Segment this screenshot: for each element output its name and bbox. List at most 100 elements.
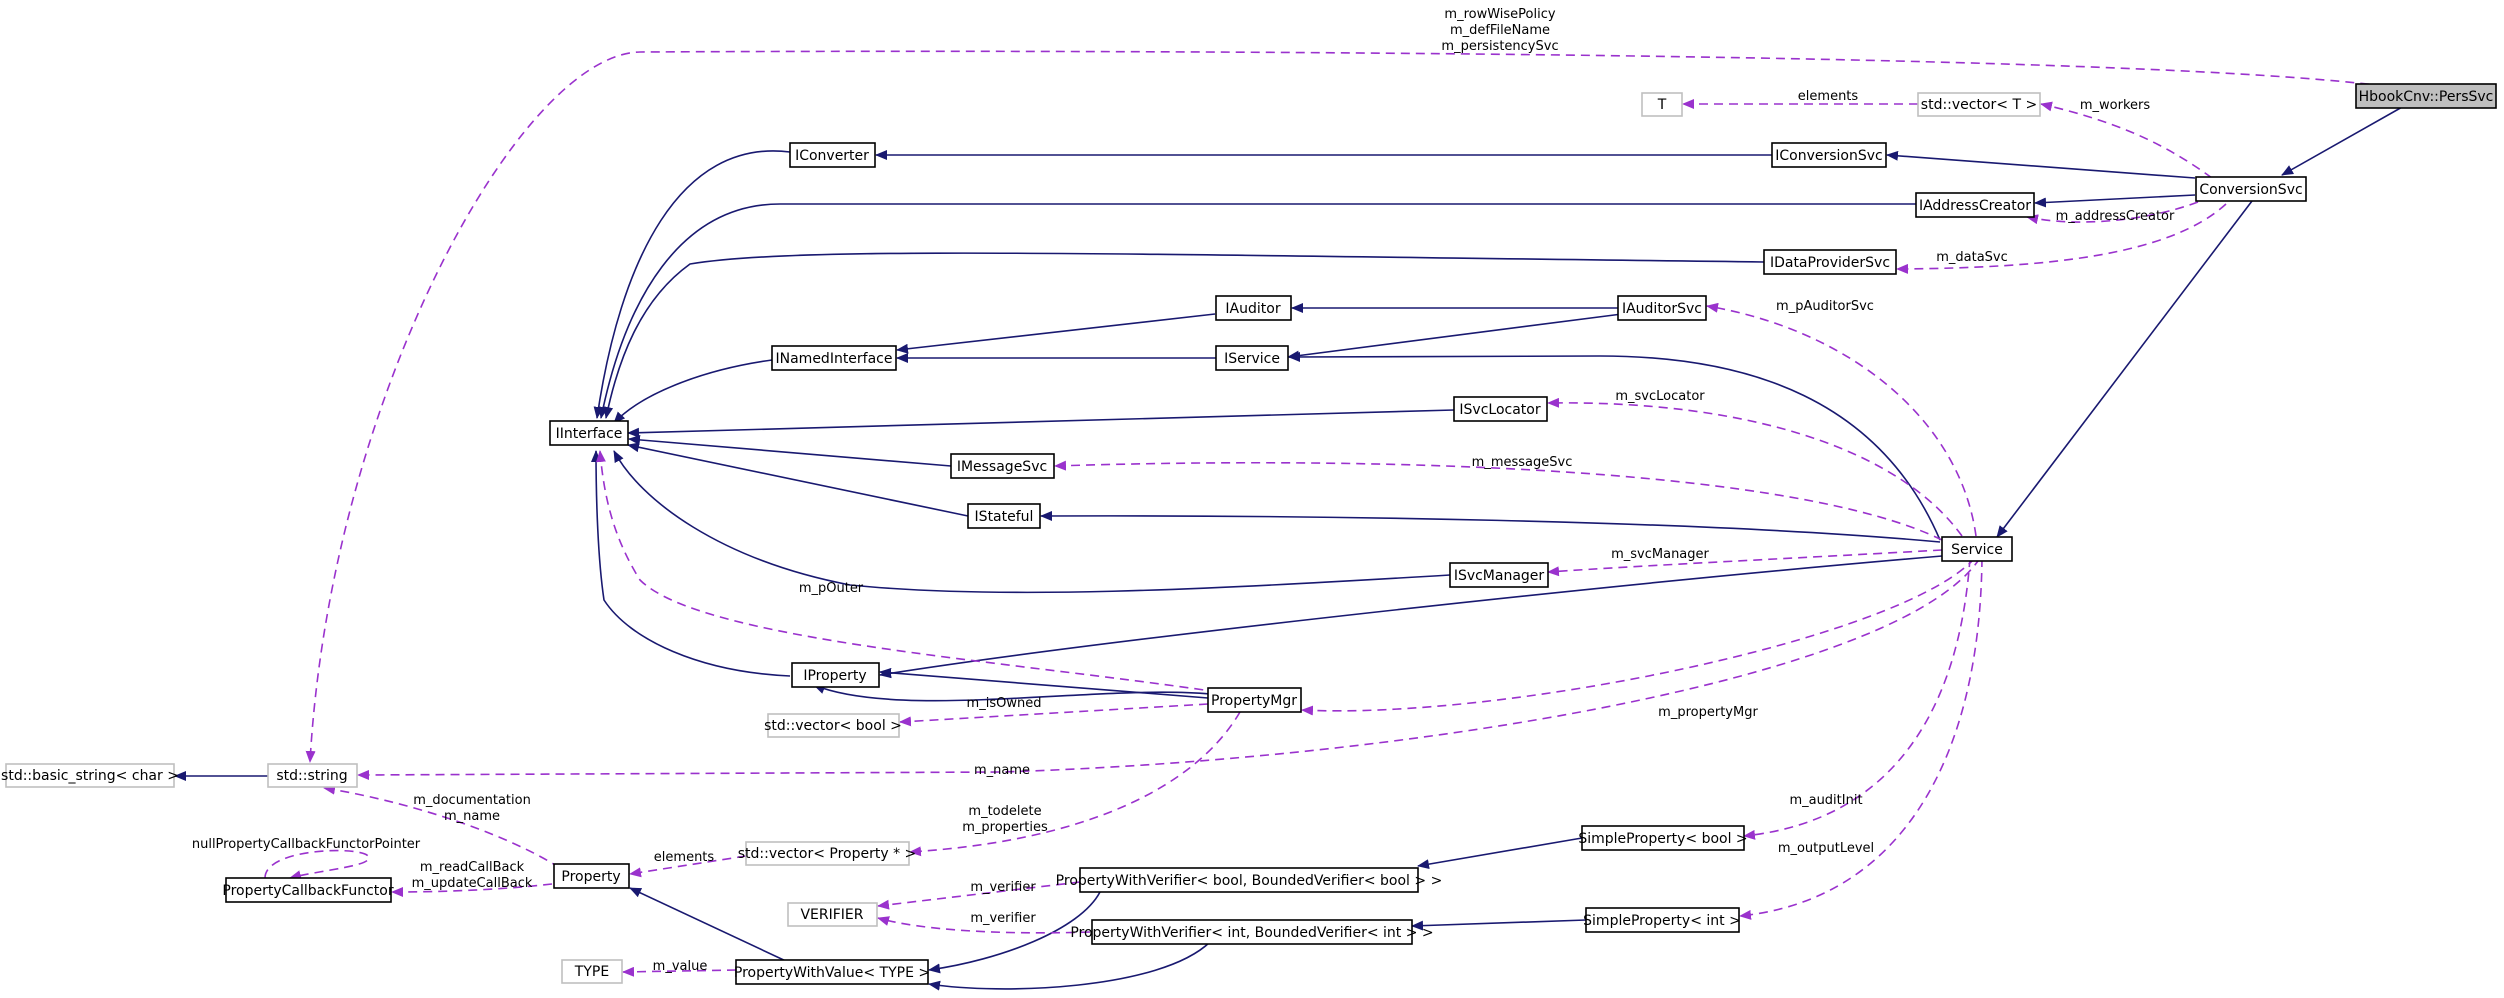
node-type[interactable]: TYPE — [561, 959, 623, 984]
node-iconversionsvc[interactable]: IConversionSvc — [1771, 142, 1887, 168]
node-iconverter[interactable]: IConverter — [789, 142, 876, 168]
svg-text:HbookCnv::PersSvc: HbookCnv::PersSvc — [2359, 89, 2494, 105]
svg-text:IAuditor: IAuditor — [1225, 301, 1280, 317]
svg-text:Property: Property — [561, 869, 620, 885]
svg-text:INamedInterface: INamedInterface — [776, 351, 893, 367]
label-p-auditor-svc: m_pAuditorSvc — [1776, 299, 1874, 314]
node-iservice[interactable]: IService — [1215, 345, 1289, 371]
edge-property-to-stdstring — [323, 784, 561, 869]
label-audit-init: m_auditInit — [1789, 793, 1862, 808]
edge-pwvint-to-verifier — [877, 916, 1091, 934]
node-std-vector-bool[interactable]: std::vector< bool > — [764, 713, 902, 738]
label-documentation: m_documentation — [413, 793, 531, 808]
edge-propertymgr-to-iinterface — [813, 684, 1211, 702]
svg-text:Service: Service — [1951, 542, 2003, 558]
node-t[interactable]: T — [1641, 92, 1683, 117]
edge-service-to-iservice — [1288, 351, 1941, 541]
node-propertywithverifier-bool[interactable]: PropertyWithVerifier< bool, BoundedVerif… — [1056, 867, 1443, 893]
label-address-creator: m_addressCreator — [2056, 209, 2175, 224]
node-iproperty[interactable]: IProperty — [791, 662, 880, 688]
label-verifier-bool: m_verifier — [970, 880, 1036, 895]
edge-pwvbool-to-propertywithvalue — [928, 891, 1101, 974]
node-property[interactable]: Property — [553, 863, 630, 889]
node-istateful[interactable]: IStateful — [967, 503, 1041, 529]
svg-text:std::string: std::string — [276, 768, 347, 784]
svg-text:ISvcManager: ISvcManager — [1454, 568, 1545, 584]
node-iinterface[interactable]: IInterface — [549, 420, 629, 446]
svg-text:PropertyWithVerifier< int, Bou: PropertyWithVerifier< int, BoundedVerifi… — [1070, 925, 1433, 941]
node-propertymgr[interactable]: PropertyMgr — [1207, 687, 1302, 713]
node-simpleproperty-int[interactable]: SimpleProperty< int > — [1583, 907, 1741, 933]
edge-service-to-imessagesvc — [1054, 460, 1943, 541]
node-isvcmanager[interactable]: ISvcManager — [1449, 562, 1549, 588]
label-name-string: m_name — [974, 763, 1030, 778]
edge-service-to-simplepropertyint — [1739, 557, 1983, 920]
edge-conversionsvc-to-vector — [2040, 101, 2213, 179]
node-propertycallbackfunctor[interactable]: PropertyCallbackFunctor — [222, 877, 394, 903]
node-propertywithverifier-int[interactable]: PropertyWithVerifier< int, BoundedVerifi… — [1070, 919, 1434, 945]
svg-text:TYPE: TYPE — [574, 964, 609, 980]
node-idataprovidersvc[interactable]: IDataProviderSvc — [1763, 249, 1897, 275]
svg-text:IStateful: IStateful — [975, 509, 1034, 525]
label-row-wise-policy: m_rowWisePolicy — [1444, 7, 1555, 22]
edge-conversionsvc-to-iconversionsvc — [1886, 150, 2196, 179]
label-workers: m_workers — [2080, 98, 2151, 113]
svg-text:IDataProviderSvc: IDataProviderSvc — [1770, 255, 1890, 271]
edge-service-to-simplepropertybool — [1743, 557, 1971, 840]
edge-service-to-istateful — [1040, 510, 1941, 543]
node-propertywithvalue[interactable]: PropertyWithValue< TYPE > — [734, 959, 930, 985]
edge-propertycallbackfunctor-self — [264, 849, 370, 881]
node-isvclocator[interactable]: ISvcLocator — [1453, 396, 1548, 422]
svg-text:std::basic_string< char >: std::basic_string< char > — [1, 768, 179, 784]
inheritance-edges — [174, 105, 2405, 991]
edge-hbook-to-stdstring — [305, 50, 2385, 763]
node-std-string[interactable]: std::string — [267, 763, 358, 788]
edge-propertymgr-to-iproperty — [879, 667, 1209, 699]
label-verifier-int: m_verifier — [970, 911, 1036, 926]
label-svc-manager: m_svcManager — [1611, 547, 1709, 562]
node-service[interactable]: Service — [1941, 536, 2013, 562]
label-property-mgr: m_propertyMgr — [1658, 705, 1758, 720]
edge-istateful-to-iinterface — [627, 442, 969, 517]
edge-iproperty-to-iinterface — [591, 450, 791, 677]
svg-text:PropertyMgr: PropertyMgr — [1211, 693, 1297, 709]
edge-simplepropertyint-to-pwvint — [1411, 919, 1587, 931]
label-persistency-svc: m_persistencySvc — [1441, 39, 1558, 54]
label-properties: m_properties — [962, 820, 1048, 835]
label-svc-locator: m_svcLocator — [1615, 389, 1705, 404]
node-std-basic-string[interactable]: std::basic_string< char > — [1, 763, 179, 788]
edge-labels: m_rowWisePolicy m_defFileName m_persiste… — [192, 7, 2175, 974]
node-simpleproperty-bool[interactable]: SimpleProperty< bool > — [1578, 825, 1748, 851]
label-output-level: m_outputLevel — [1778, 841, 1874, 856]
edge-conversionsvc-to-service — [1996, 200, 2253, 538]
node-std-vector-t[interactable]: std::vector< T > — [1917, 92, 2041, 117]
node-imessagesvc[interactable]: IMessageSvc — [950, 453, 1055, 479]
label-p-outer: m_pOuter — [799, 581, 864, 596]
edge-service-to-iproperty — [879, 555, 1943, 679]
node-iaddresscreator[interactable]: IAddressCreator — [1915, 192, 2035, 218]
label-elements-property: elements — [654, 850, 715, 865]
label-value: m_value — [653, 959, 708, 974]
node-conversionsvc[interactable]: ConversionSvc — [2195, 176, 2307, 202]
label-read-callback: m_readCallBack — [420, 860, 525, 875]
node-hbookcnv-perssvc[interactable]: HbookCnv::PersSvc — [2355, 83, 2497, 109]
node-verifier[interactable]: VERIFIER — [787, 902, 878, 927]
label-elements-t: elements — [1798, 89, 1859, 104]
node-inamedinterface[interactable]: INamedInterface — [771, 345, 897, 371]
edge-pwvbool-to-verifier — [877, 881, 1081, 910]
node-iauditor[interactable]: IAuditor — [1215, 295, 1292, 321]
node-std-vector-property[interactable]: std::vector< Property * > — [738, 841, 917, 866]
edge-conversionsvc-to-iaddresscreator — [2034, 194, 2196, 208]
label-null-callback: nullPropertyCallbackFunctorPointer — [192, 837, 421, 852]
node-iauditorsvc[interactable]: IAuditorSvc — [1617, 295, 1707, 321]
label-message-svc: m_messageSvc — [1472, 455, 1573, 470]
svg-text:IMessageSvc: IMessageSvc — [957, 459, 1047, 475]
edge-conversionsvc-to-iaddresscreator — [2026, 201, 2199, 225]
edge-propertymgr-to-vectorproperty — [909, 711, 1241, 857]
edge-iauditor-to-inamedinterface — [896, 313, 1216, 354]
edge-iauditorsvc-to-iservice — [1287, 313, 1623, 361]
edge-inamedinterface-to-iinterface — [613, 359, 773, 424]
edge-propertymgr-to-iinterface — [595, 450, 1219, 693]
edge-pwvint-to-propertywithvalue — [928, 941, 1211, 991]
usage-edges — [264, 50, 2385, 977]
